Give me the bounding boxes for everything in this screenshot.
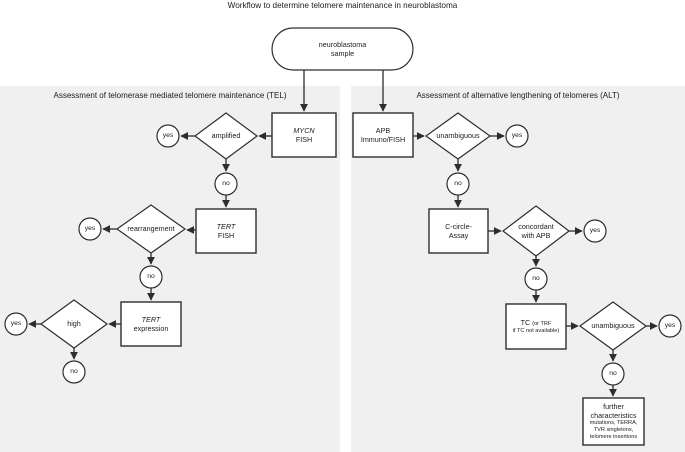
unambiguous1-yes: yes [506,125,528,147]
further-small1: mutations, TERRA, [589,420,638,427]
unambiguous1-diamond-shape [424,112,492,160]
concordant-yes: yes [584,220,606,242]
start-node-label-line1: neuroblastoma [318,39,367,49]
unambiguous1-yes-circle-shape [505,124,529,148]
high-yes-label: yes [10,319,22,327]
tc-small-label1: (or TRF [532,321,552,328]
tert-expression-box: TERT expression [121,302,181,346]
tert-fish-method: FISH [217,231,235,240]
mycn-fish-method: FISH [295,135,313,144]
high-diamond-shape [39,299,109,349]
unambiguous2-no-circle-shape [601,362,625,386]
concordant-yes-circle-shape [583,219,607,243]
further-label-line1: further [603,402,624,412]
unambiguous1-yes-label: yes [511,131,523,139]
tert-expression-box-shape [120,301,182,347]
high-yes: yes [5,313,27,335]
ccircle-label-line1: C-circle- [445,221,472,231]
rearrangement-diamond: rearrangement [117,205,185,253]
apb-label-line1: APB [375,125,391,135]
unambiguous2-diamond-shape [578,301,648,351]
tel-panel-header: Assessment of telomerase mediated telome… [53,90,287,100]
high-no: no [63,361,85,383]
concordant-label-line2: with APB [521,231,551,240]
tert-fish-gene: TERT [216,221,236,231]
tc-main-label: TC [520,318,531,328]
unambiguous2-no: no [602,363,624,385]
amplified-yes-circle-shape [156,124,180,148]
unambiguous2-yes: yes [659,315,681,337]
mycn-fish-gene: MYCN [293,125,315,135]
unambiguous1-no-circle-shape [446,172,470,196]
alt-panel-header: Assessment of alternative lengthening of… [416,90,620,100]
concordant-no: no [525,268,547,290]
further-box-shape [582,397,645,446]
amplified-no-circle-shape [214,172,238,196]
rearrangement-yes-label: yes [84,224,96,232]
high-no-label: no [70,367,78,375]
further-label-line2: characteristics [590,411,637,421]
ccircle-label-line2: Assay [448,231,469,240]
apb-box: APB Immuno/FISH [353,113,413,157]
rearrangement-no-label: no [147,272,155,280]
tc-small-label2: if TC not available) [512,328,560,334]
amplified-label: amplified [211,131,241,141]
tc-box: TC (or TRF if TC not available) [506,304,566,349]
tert-expression-gene: TERT [141,314,161,324]
high-label: high [67,319,81,329]
high-no-circle-shape [62,360,86,384]
tert-expression-method: expression [133,324,169,333]
rearrangement-no-circle-shape [139,265,163,289]
start-node: neuroblastoma sample [272,28,413,70]
concordant-no-label: no [532,274,540,282]
unambiguous1-label: unambiguous [436,131,480,141]
further-small3: telomere insertions [589,433,638,440]
unambiguous2-label: unambiguous [591,321,635,331]
unambiguous2-diamond: unambiguous [580,302,646,350]
amplified-diamond-shape [193,112,259,160]
apb-box-shape [352,112,414,158]
amplified-diamond: amplified [195,113,257,159]
start-node-label-line2: sample [330,49,355,58]
mycn-fish-box: MYCN FISH [272,113,336,157]
figure-title: Workflow to determine telomere maintenan… [227,1,458,10]
concordant-no-circle-shape [524,267,548,291]
tert-fish-box: TERT FISH [196,209,256,253]
rearrangement-no: no [140,266,162,288]
rearrangement-label: rearrangement [127,224,175,234]
amplified-no-label: no [222,179,230,187]
high-yes-circle-shape [4,312,28,336]
ccircle-box-shape [428,208,489,254]
unambiguous2-yes-circle-shape [658,314,682,338]
amplified-no: no [215,173,237,195]
further-small2: TVR singletons, [593,427,634,434]
start-node-shape [271,27,414,71]
unambiguous1-no-label: no [454,179,462,187]
unambiguous1-no: no [447,173,469,195]
unambiguous2-yes-label: yes [664,321,676,329]
concordant-diamond-shape [502,205,570,257]
apb-label-line2: Immuno/FISH [360,135,406,144]
tc-box-shape [505,303,567,350]
amplified-yes-label: yes [162,131,174,139]
further-characteristics-box: further characteristics mutations, TERRA… [583,398,644,445]
rearrangement-yes: yes [79,218,101,240]
ccircle-box: C-circle- Assay [429,209,488,253]
rearrangement-diamond-shape [115,204,187,254]
high-diamond: high [41,300,107,348]
tc-label-line1: TC (or TRF [521,318,552,328]
tert-fish-box-shape [195,208,257,254]
unambiguous1-diamond: unambiguous [426,113,490,159]
concordant-label-line1: concordant [518,221,554,231]
rearrangement-yes-circle-shape [78,217,102,241]
amplified-yes: yes [157,125,179,147]
concordant-yes-label: yes [589,226,601,234]
unambiguous2-no-label: no [609,369,617,377]
concordant-diamond: concordant with APB [503,206,569,256]
mycn-fish-box-shape [271,112,337,158]
